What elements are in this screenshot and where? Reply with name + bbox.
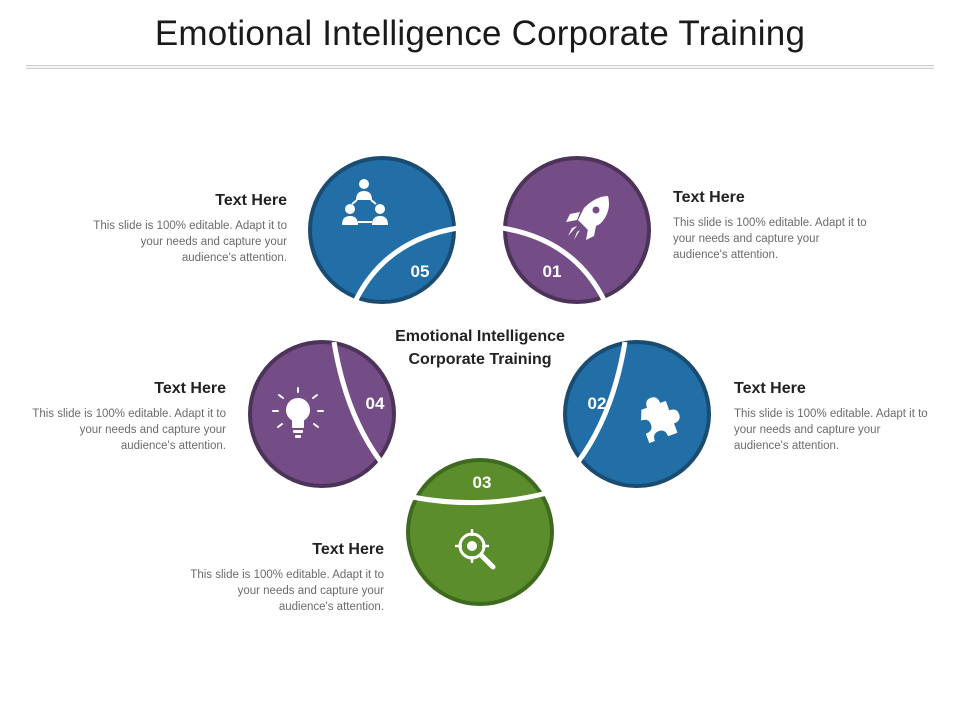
callout-05: Text Here This slide is 100% editable. A… <box>87 192 287 266</box>
callout-05-title: Text Here <box>215 192 287 209</box>
callout-04-body: This slide is 100% editable. Adapt it to… <box>32 408 226 452</box>
callout-03-body: This slide is 100% editable. Adapt it to… <box>190 569 384 613</box>
callout-02: Text Here This slide is 100% editable. A… <box>734 380 934 454</box>
step-05-circle: 05 <box>308 156 459 304</box>
step-04-number: 04 <box>366 394 385 413</box>
callout-04: Text Here This slide is 100% editable. A… <box>26 380 226 454</box>
step-03-circle: 03 <box>406 458 554 606</box>
center-label-line2: Corporate Training <box>408 351 552 368</box>
callout-01-title: Text Here <box>673 189 745 206</box>
step-02-number: 02 <box>588 394 607 413</box>
step-01-circle: 01 <box>501 156 651 304</box>
step-01-number: 01 <box>543 262 562 281</box>
callout-01: Text Here This slide is 100% editable. A… <box>673 189 873 263</box>
callout-05-body: This slide is 100% editable. Adapt it to… <box>93 220 287 264</box>
slide-title: Emotional Intelligence Corporate Trainin… <box>154 14 806 53</box>
callout-02-body: This slide is 100% editable. Adapt it to… <box>734 408 928 452</box>
center-label-line1: Emotional Intelligence <box>395 328 565 345</box>
center-label: Emotional Intelligence Corporate Trainin… <box>352 325 608 371</box>
step-03-number: 03 <box>473 473 492 492</box>
target-search-icon <box>455 529 496 570</box>
puzzle-icon <box>641 397 680 444</box>
step-02-circle: 02 <box>563 340 711 488</box>
callout-02-title: Text Here <box>734 380 806 397</box>
step-05-number: 05 <box>411 262 430 281</box>
team-icon <box>342 179 388 225</box>
lightbulb-icon <box>272 387 324 438</box>
title-divider <box>26 65 934 69</box>
rocket-icon <box>566 196 609 240</box>
callout-03: Text Here This slide is 100% editable. A… <box>184 541 384 615</box>
callout-04-title: Text Here <box>154 380 226 397</box>
callout-01-body: This slide is 100% editable. Adapt it to… <box>673 217 867 261</box>
callout-03-title: Text Here <box>312 541 384 558</box>
step-04-circle: 04 <box>248 340 396 488</box>
